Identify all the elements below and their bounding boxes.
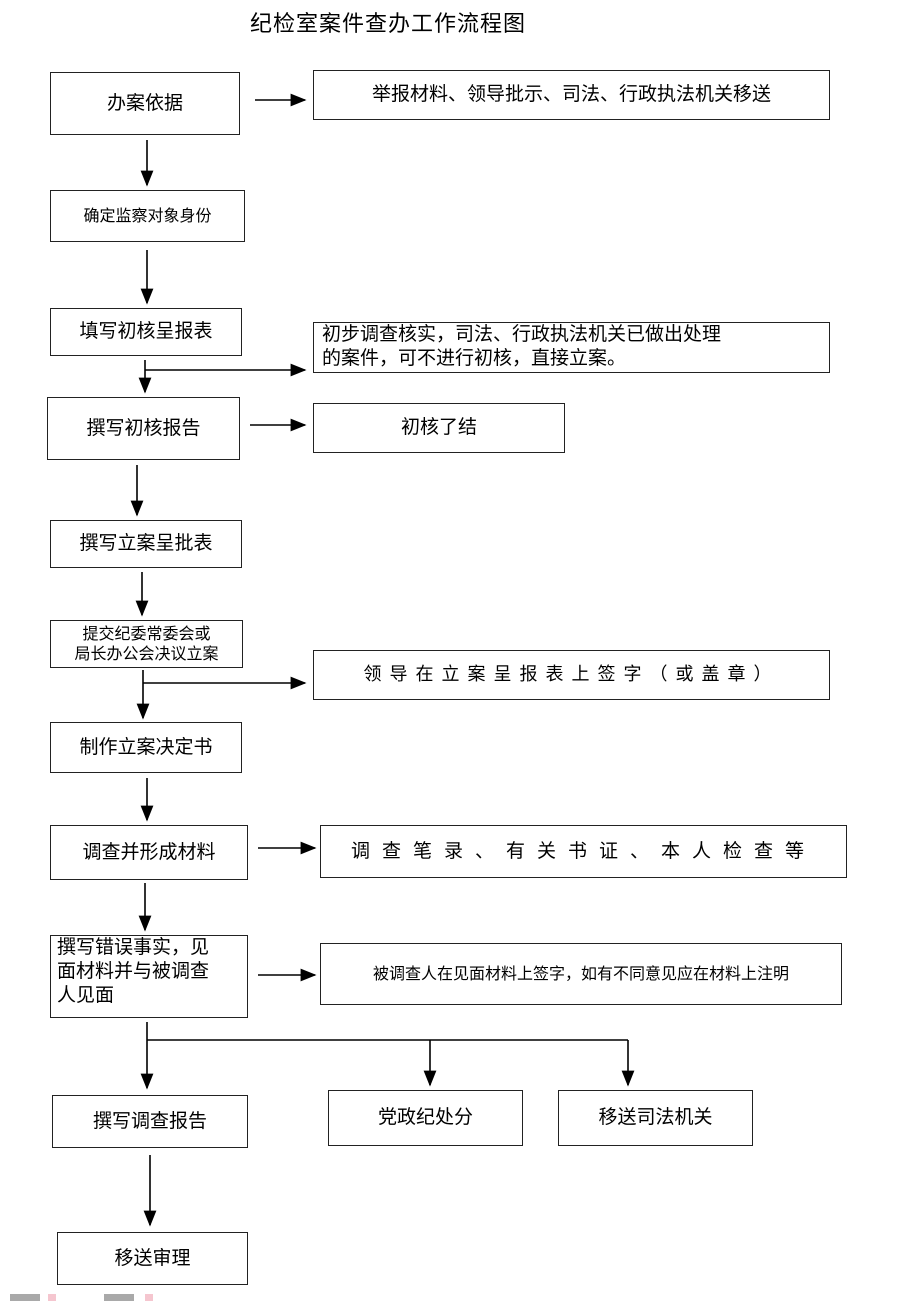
decorative-strip <box>10 1294 40 1301</box>
facts-line: 人见面 <box>57 983 115 1006</box>
skip-note-line: 初步调查核实，司法、行政执法机关已做出处理 <box>322 323 722 345</box>
node-investigate: 调查并形成材料 <box>50 825 248 880</box>
decorative-strip <box>104 1294 134 1301</box>
node-sign: 领导在立案呈报表上签字（或盖章） <box>313 650 830 700</box>
skip-note-line: 的案件，可不进行初核，直接立案。 <box>322 346 627 369</box>
node-prelim-report: 撰写初核报告 <box>47 397 240 460</box>
node-identify: 确定监察对象身份 <box>50 190 245 242</box>
node-facts: 撰写错误事实，见 面材料并与被调查 人见面 <box>50 935 248 1018</box>
node-fill-form: 填写初核呈报表 <box>50 308 242 356</box>
node-filing-form: 撰写立案呈批表 <box>50 520 242 568</box>
node-materials: 调查笔录、有关书证、本人检查等 <box>320 825 847 878</box>
node-judicial: 移送司法机关 <box>558 1090 753 1146</box>
facts-line: 面材料并与被调查 <box>57 959 210 982</box>
node-report: 撰写调查报告 <box>52 1095 248 1148</box>
node-review: 移送审理 <box>57 1232 248 1285</box>
node-sources: 举报材料、领导批示、司法、行政执法机关移送 <box>313 70 830 120</box>
node-discipline: 党政纪处分 <box>328 1090 523 1146</box>
submit-line: 局长办公会决议立案 <box>74 644 219 663</box>
node-submit: 提交纪委常委会或 局长办公会决议立案 <box>50 620 243 668</box>
submit-line: 提交纪委常委会或 <box>82 624 211 643</box>
decorative-strip <box>48 1294 56 1301</box>
flowchart-title: 纪检室案件查办工作流程图 <box>250 12 527 37</box>
node-facts-sign: 被调查人在见面材料上签字，如有不同意见应在材料上注明 <box>320 943 842 1005</box>
node-decision: 制作立案决定书 <box>50 722 242 773</box>
node-prelim-close: 初核了结 <box>313 403 565 453</box>
node-basis: 办案依据 <box>50 72 240 135</box>
facts-line: 撰写错误事实，见 <box>57 936 210 958</box>
decorative-strip <box>145 1294 153 1301</box>
node-skip-note: 初步调查核实，司法、行政执法机关已做出处理 的案件，可不进行初核，直接立案。 <box>313 322 830 373</box>
